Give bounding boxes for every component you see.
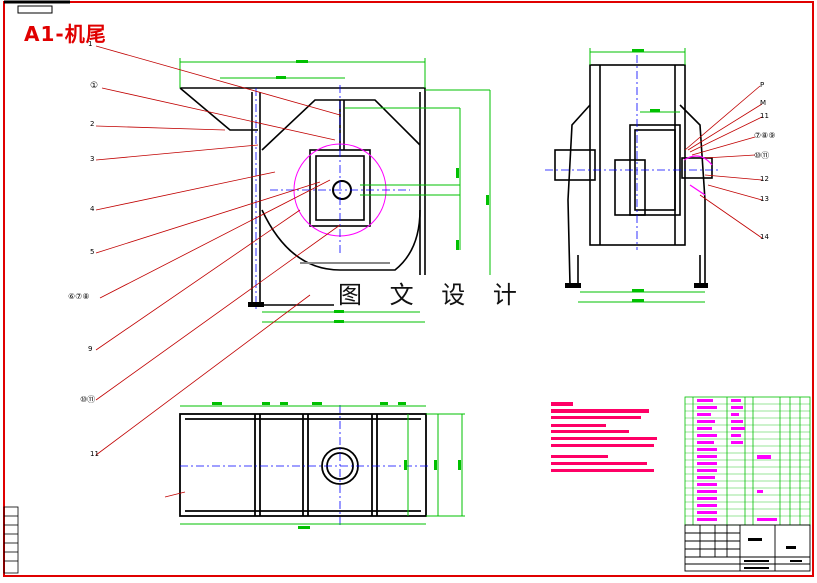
- balloon-right-5: ⑩⑪: [754, 151, 770, 160]
- dim-text-side: [632, 49, 660, 302]
- centerlines-side: [545, 55, 720, 250]
- balloon-left-9: ⑩⑪: [80, 395, 96, 404]
- balloon-right-1: P: [760, 81, 765, 89]
- balloon-left-1: 1: [88, 40, 93, 48]
- dimensions-plan: [180, 405, 465, 525]
- balloon-left-4: 3: [90, 155, 95, 163]
- parts-entries: [697, 399, 777, 521]
- hatch-dots: [300, 262, 390, 264]
- side-feet: [565, 283, 708, 288]
- dim-text-plan: [212, 402, 461, 529]
- leader-lines-left: [95, 45, 341, 456]
- drawing-title: A1-机尾: [24, 22, 107, 46]
- dim-text-front: [276, 60, 489, 323]
- technical-notes: [551, 402, 657, 472]
- balloon-right-3: 11: [760, 112, 769, 120]
- parts-rows: [685, 403, 810, 517]
- drawing-number-box: [17, 5, 53, 14]
- balloon-left-10: 11: [90, 450, 99, 458]
- balloon-right-6: 12: [760, 175, 769, 183]
- balloon-left-5: 4: [90, 205, 95, 213]
- title-block-text: [744, 538, 802, 569]
- balloon-right-4: ⑦⑧⑨: [754, 131, 776, 140]
- margin-table: [3, 506, 19, 574]
- balloon-left-7: ⑥⑦⑧: [68, 292, 90, 301]
- dimensions-side: [578, 48, 705, 303]
- side-view: [554, 64, 713, 286]
- balloon-left-6: 5: [90, 248, 95, 256]
- balloon-left-2: ①: [90, 81, 99, 91]
- balloon-right-7: 13: [760, 195, 769, 203]
- balloon-left-8: 9: [88, 345, 93, 353]
- balloon-right-2: M: [760, 99, 767, 107]
- side-highlight: [683, 155, 713, 196]
- plan-view: [179, 413, 427, 517]
- title-block: [684, 524, 811, 572]
- centerlines-front: [255, 85, 410, 310]
- leader-lines-right: [684, 85, 763, 239]
- balloon-right-8: 14: [760, 233, 769, 241]
- outer-frame: [3, 1, 814, 577]
- watermark-text: 图 文 设 计: [334, 275, 531, 310]
- balloon-left-3: 2: [90, 120, 95, 128]
- centerlines-plan: [180, 405, 430, 525]
